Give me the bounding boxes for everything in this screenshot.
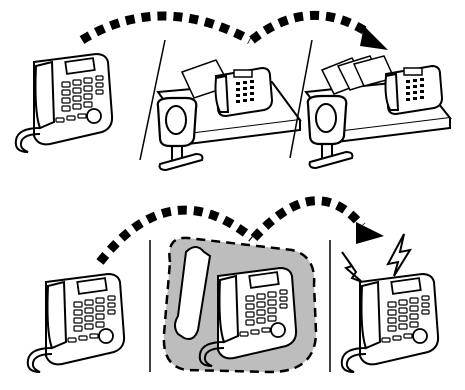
panel-phone [28, 274, 124, 372]
panel-phone-ringing [342, 234, 438, 372]
panel-fax-desk-papers [306, 56, 450, 168]
panel-fax-desk [158, 60, 300, 170]
top-dotted-arrows [82, 15, 388, 50]
ring-lightning-icon [342, 252, 362, 282]
panel-desk-phone [16, 54, 112, 152]
panel-phone-highlighted [164, 238, 316, 372]
ring-lightning-icon [388, 234, 410, 276]
